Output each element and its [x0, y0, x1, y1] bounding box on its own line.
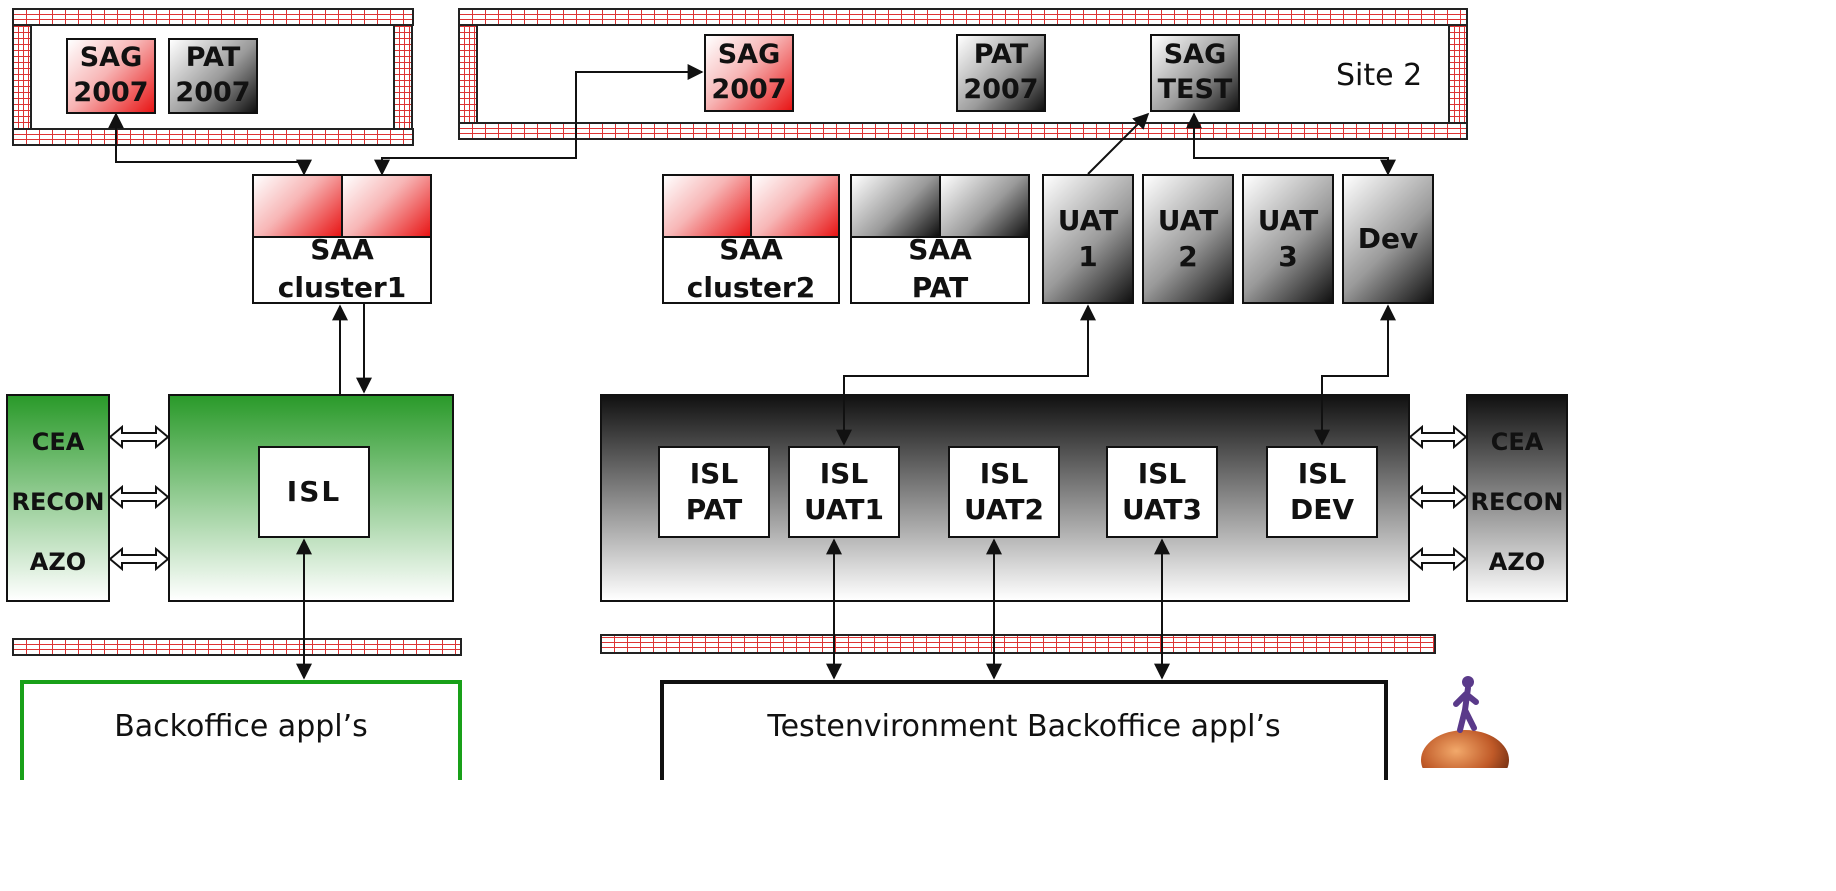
double-arrow-left-recon [108, 484, 170, 510]
site1-firewall-left [12, 24, 32, 130]
right-lower-firewall [600, 634, 1436, 654]
testenv-apps-box: Testenvironment Backoffice appl’s [660, 680, 1388, 780]
line-uat1-to-isl-uat1 [836, 304, 1096, 446]
site2-label: Site 2 [1336, 58, 1423, 93]
double-arrow-left-azo [108, 546, 170, 572]
uat2-box: UAT 2 [1142, 174, 1234, 304]
left-side-systems: CEA RECON AZO [6, 394, 110, 602]
double-arrow-right-azo [1408, 546, 1468, 572]
right-side-systems: CEA RECON AZO [1466, 394, 1568, 602]
isl-pat-label: ISL PAT [685, 457, 743, 526]
testenv-apps-label: Testenvironment Backoffice appl’s [767, 709, 1281, 744]
site2-pat2007-label: PAT 2007 [963, 39, 1039, 105]
isl-uat3-label: ISL UAT3 [1122, 457, 1202, 526]
site2-firewall-right [1448, 24, 1468, 124]
saa-cluster2-node-a [664, 176, 750, 236]
uat3-box: UAT 3 [1242, 174, 1334, 304]
saa-cluster2-label: SAA cluster2 [686, 233, 816, 304]
site2-firewall-top [458, 8, 1468, 26]
site1-sag2007-box: SAG 2007 [66, 38, 156, 114]
isl-dev-label: ISL DEV [1289, 457, 1355, 526]
saa-pat-node-b [939, 176, 1028, 236]
double-arrow-right-cea [1408, 424, 1468, 450]
left-side-cea: CEA [31, 428, 85, 456]
saa-pat-node-a [852, 176, 939, 236]
right-side-cea: CEA [1490, 428, 1544, 456]
isl-dev-box: ISL DEV [1266, 446, 1378, 538]
line-sagtest-to-dev [1186, 112, 1396, 176]
site2-pat2007-box: PAT 2007 [956, 34, 1046, 112]
site2-sagtest-box: SAG TEST [1150, 34, 1240, 112]
double-arrow-left-cea [108, 424, 170, 450]
saa-cluster1: SAA cluster1 [252, 174, 432, 304]
right-side-azo: AZO [1488, 548, 1546, 576]
isl-uat3-box: ISL UAT3 [1106, 446, 1218, 538]
saa-pat: SAA PAT [850, 174, 1030, 304]
line-dev-to-isl-dev [1314, 304, 1396, 446]
left-side-azo: AZO [29, 548, 87, 576]
site1-pat2007-box: PAT 2007 [168, 38, 258, 114]
uat1-label: UAT 1 [1057, 204, 1119, 273]
saa-pat-label: SAA PAT [908, 233, 972, 304]
uat1-box: UAT 1 [1042, 174, 1134, 304]
line-uat1-to-sagtest [1087, 112, 1150, 175]
saa-cluster2-node-b [750, 176, 838, 236]
site1-firewall-top [12, 8, 414, 26]
isl-uat2-label: ISL UAT2 [964, 457, 1044, 526]
site2-sag2007-box: SAG 2007 [704, 34, 794, 112]
backoffice-apps-box: Backoffice appl’s [20, 680, 462, 780]
site1-pat2007-label: PAT 2007 [175, 42, 251, 108]
left-isl-box: ISL [258, 446, 370, 538]
site2-sagtest-label: SAG TEST [1157, 39, 1233, 105]
line-site1-sag-to-cluster1 [108, 112, 312, 176]
isl-uat1-box: ISL UAT1 [788, 446, 900, 538]
saa-cluster2: SAA cluster2 [662, 174, 840, 304]
isl-pat-box: ISL PAT [658, 446, 770, 538]
saa-cluster1-label: SAA cluster1 [277, 233, 407, 304]
isl-uat1-label: ISL UAT1 [804, 457, 884, 526]
dev-label: Dev [1357, 222, 1419, 256]
line-cluster1-to-site2-sag [374, 64, 704, 176]
site2-sag2007-label: SAG 2007 [711, 39, 787, 105]
saa-cluster1-node-b [341, 176, 430, 236]
backoffice-apps-label: Backoffice appl’s [114, 709, 368, 744]
site1-sag2007-label: SAG 2007 [73, 42, 149, 108]
isl-uat2-box: ISL UAT2 [948, 446, 1060, 538]
right-side-recon: RECON [1470, 488, 1564, 516]
uat3-label: UAT 3 [1257, 204, 1319, 273]
company-logo [1421, 676, 1509, 768]
left-lower-firewall [12, 638, 462, 656]
left-side-recon: RECON [11, 488, 105, 516]
uat2-label: UAT 2 [1157, 204, 1219, 273]
double-arrow-right-recon [1408, 484, 1468, 510]
left-isl-label: ISL [286, 475, 342, 509]
saa-cluster1-node-a [254, 176, 341, 236]
dev-box: Dev [1342, 174, 1434, 304]
